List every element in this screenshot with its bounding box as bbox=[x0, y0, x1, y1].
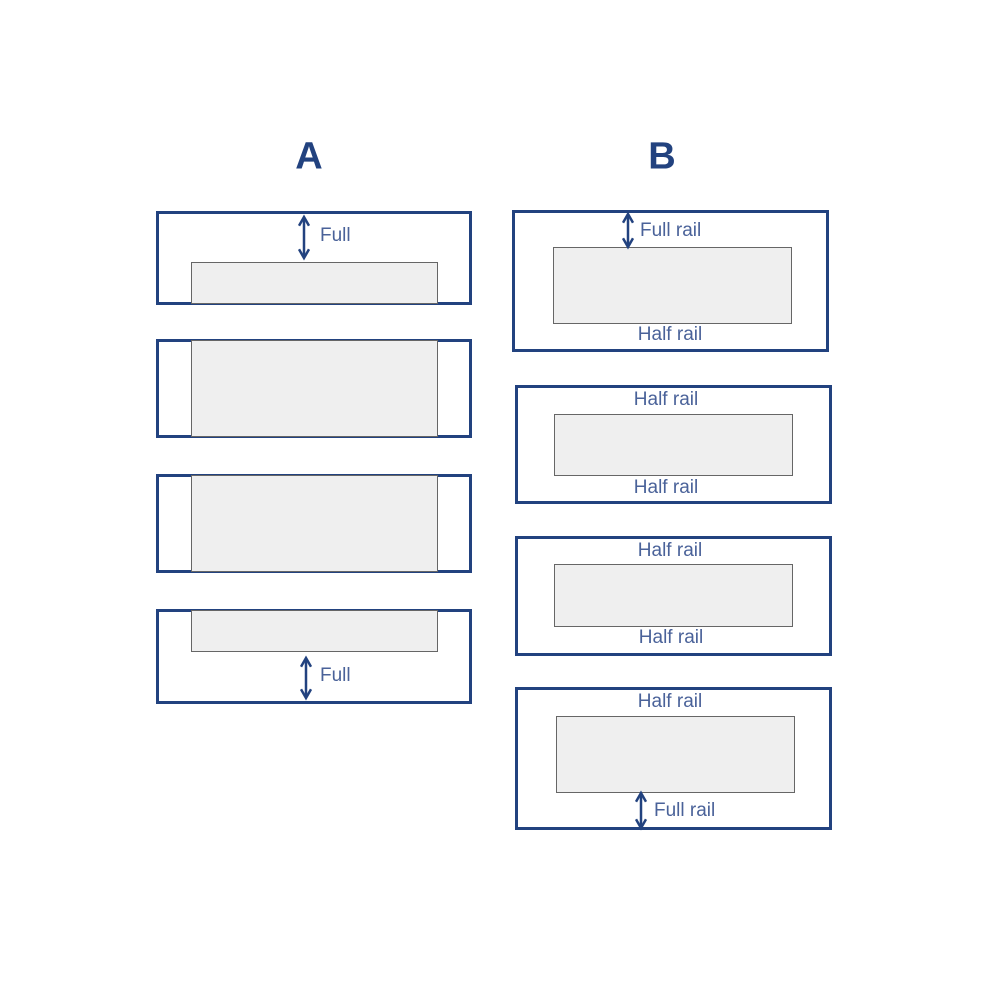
b-1-top-label: Full rail bbox=[640, 220, 702, 241]
b-panel-2 bbox=[554, 414, 793, 476]
b-panel-4 bbox=[556, 716, 795, 793]
b-4-bottom-label: Full rail bbox=[654, 800, 716, 821]
column-a-title: A bbox=[295, 135, 323, 178]
b-panel-1 bbox=[553, 247, 792, 324]
b-panel-3 bbox=[554, 564, 793, 627]
b-frame-3 bbox=[515, 536, 832, 656]
a-panel-3 bbox=[191, 475, 438, 572]
a-4-bottom-label: Full bbox=[320, 665, 351, 686]
b-2-top-label: Half rail bbox=[633, 389, 699, 410]
double-arrow-icon bbox=[297, 214, 311, 261]
b-4-top-label: Half rail bbox=[637, 691, 703, 712]
b-3-bottom-label: Half rail bbox=[638, 627, 704, 648]
b-frame-1 bbox=[512, 210, 829, 352]
double-arrow-icon bbox=[621, 211, 635, 250]
a-panel-1 bbox=[191, 262, 438, 304]
a-panel-4 bbox=[191, 610, 438, 652]
b-frame-4 bbox=[515, 687, 832, 830]
column-b-title: B bbox=[648, 135, 676, 178]
a-panel-2 bbox=[191, 340, 438, 437]
b-3-top-label: Half rail bbox=[637, 540, 703, 561]
b-1-bottom-label: Half rail bbox=[637, 324, 703, 345]
b-2-bottom-label: Half rail bbox=[633, 477, 699, 498]
double-arrow-icon bbox=[299, 655, 313, 701]
a-1-top-label: Full bbox=[320, 225, 351, 246]
b-frame-2 bbox=[515, 385, 832, 504]
double-arrow-icon bbox=[634, 790, 648, 831]
